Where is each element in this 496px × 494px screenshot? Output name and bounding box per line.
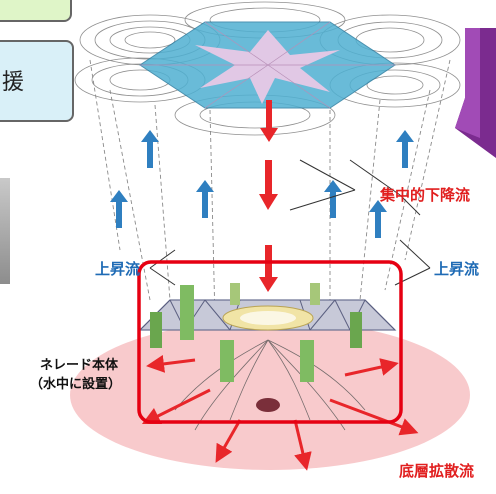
nereid-body-structure [138,283,397,382]
support-panel: 援 [0,40,74,122]
surface-star [195,30,340,104]
photo-thumbnail [0,178,10,284]
body-highlight-box [137,260,403,424]
label-body-line1: ネレード本体 [40,358,119,373]
diffusion-arrows [141,354,419,471]
label-bottom-diffusion: 底層拡散流 [399,462,475,480]
label-body-line2: （水中に設置） [30,377,122,392]
purple-arrow-icon [455,28,496,158]
support-panel-text: 援 [2,70,25,95]
leader-lines [149,159,431,286]
label-concentrated-downflow: 集中的下降流 [380,186,471,204]
upflow-arrows [110,130,414,238]
label-upflow-left: 上昇流 [95,260,141,278]
bottom-diffusion-area [70,320,470,470]
label-upflow-right: 上昇流 [434,260,480,278]
top-left-panel [0,0,72,22]
